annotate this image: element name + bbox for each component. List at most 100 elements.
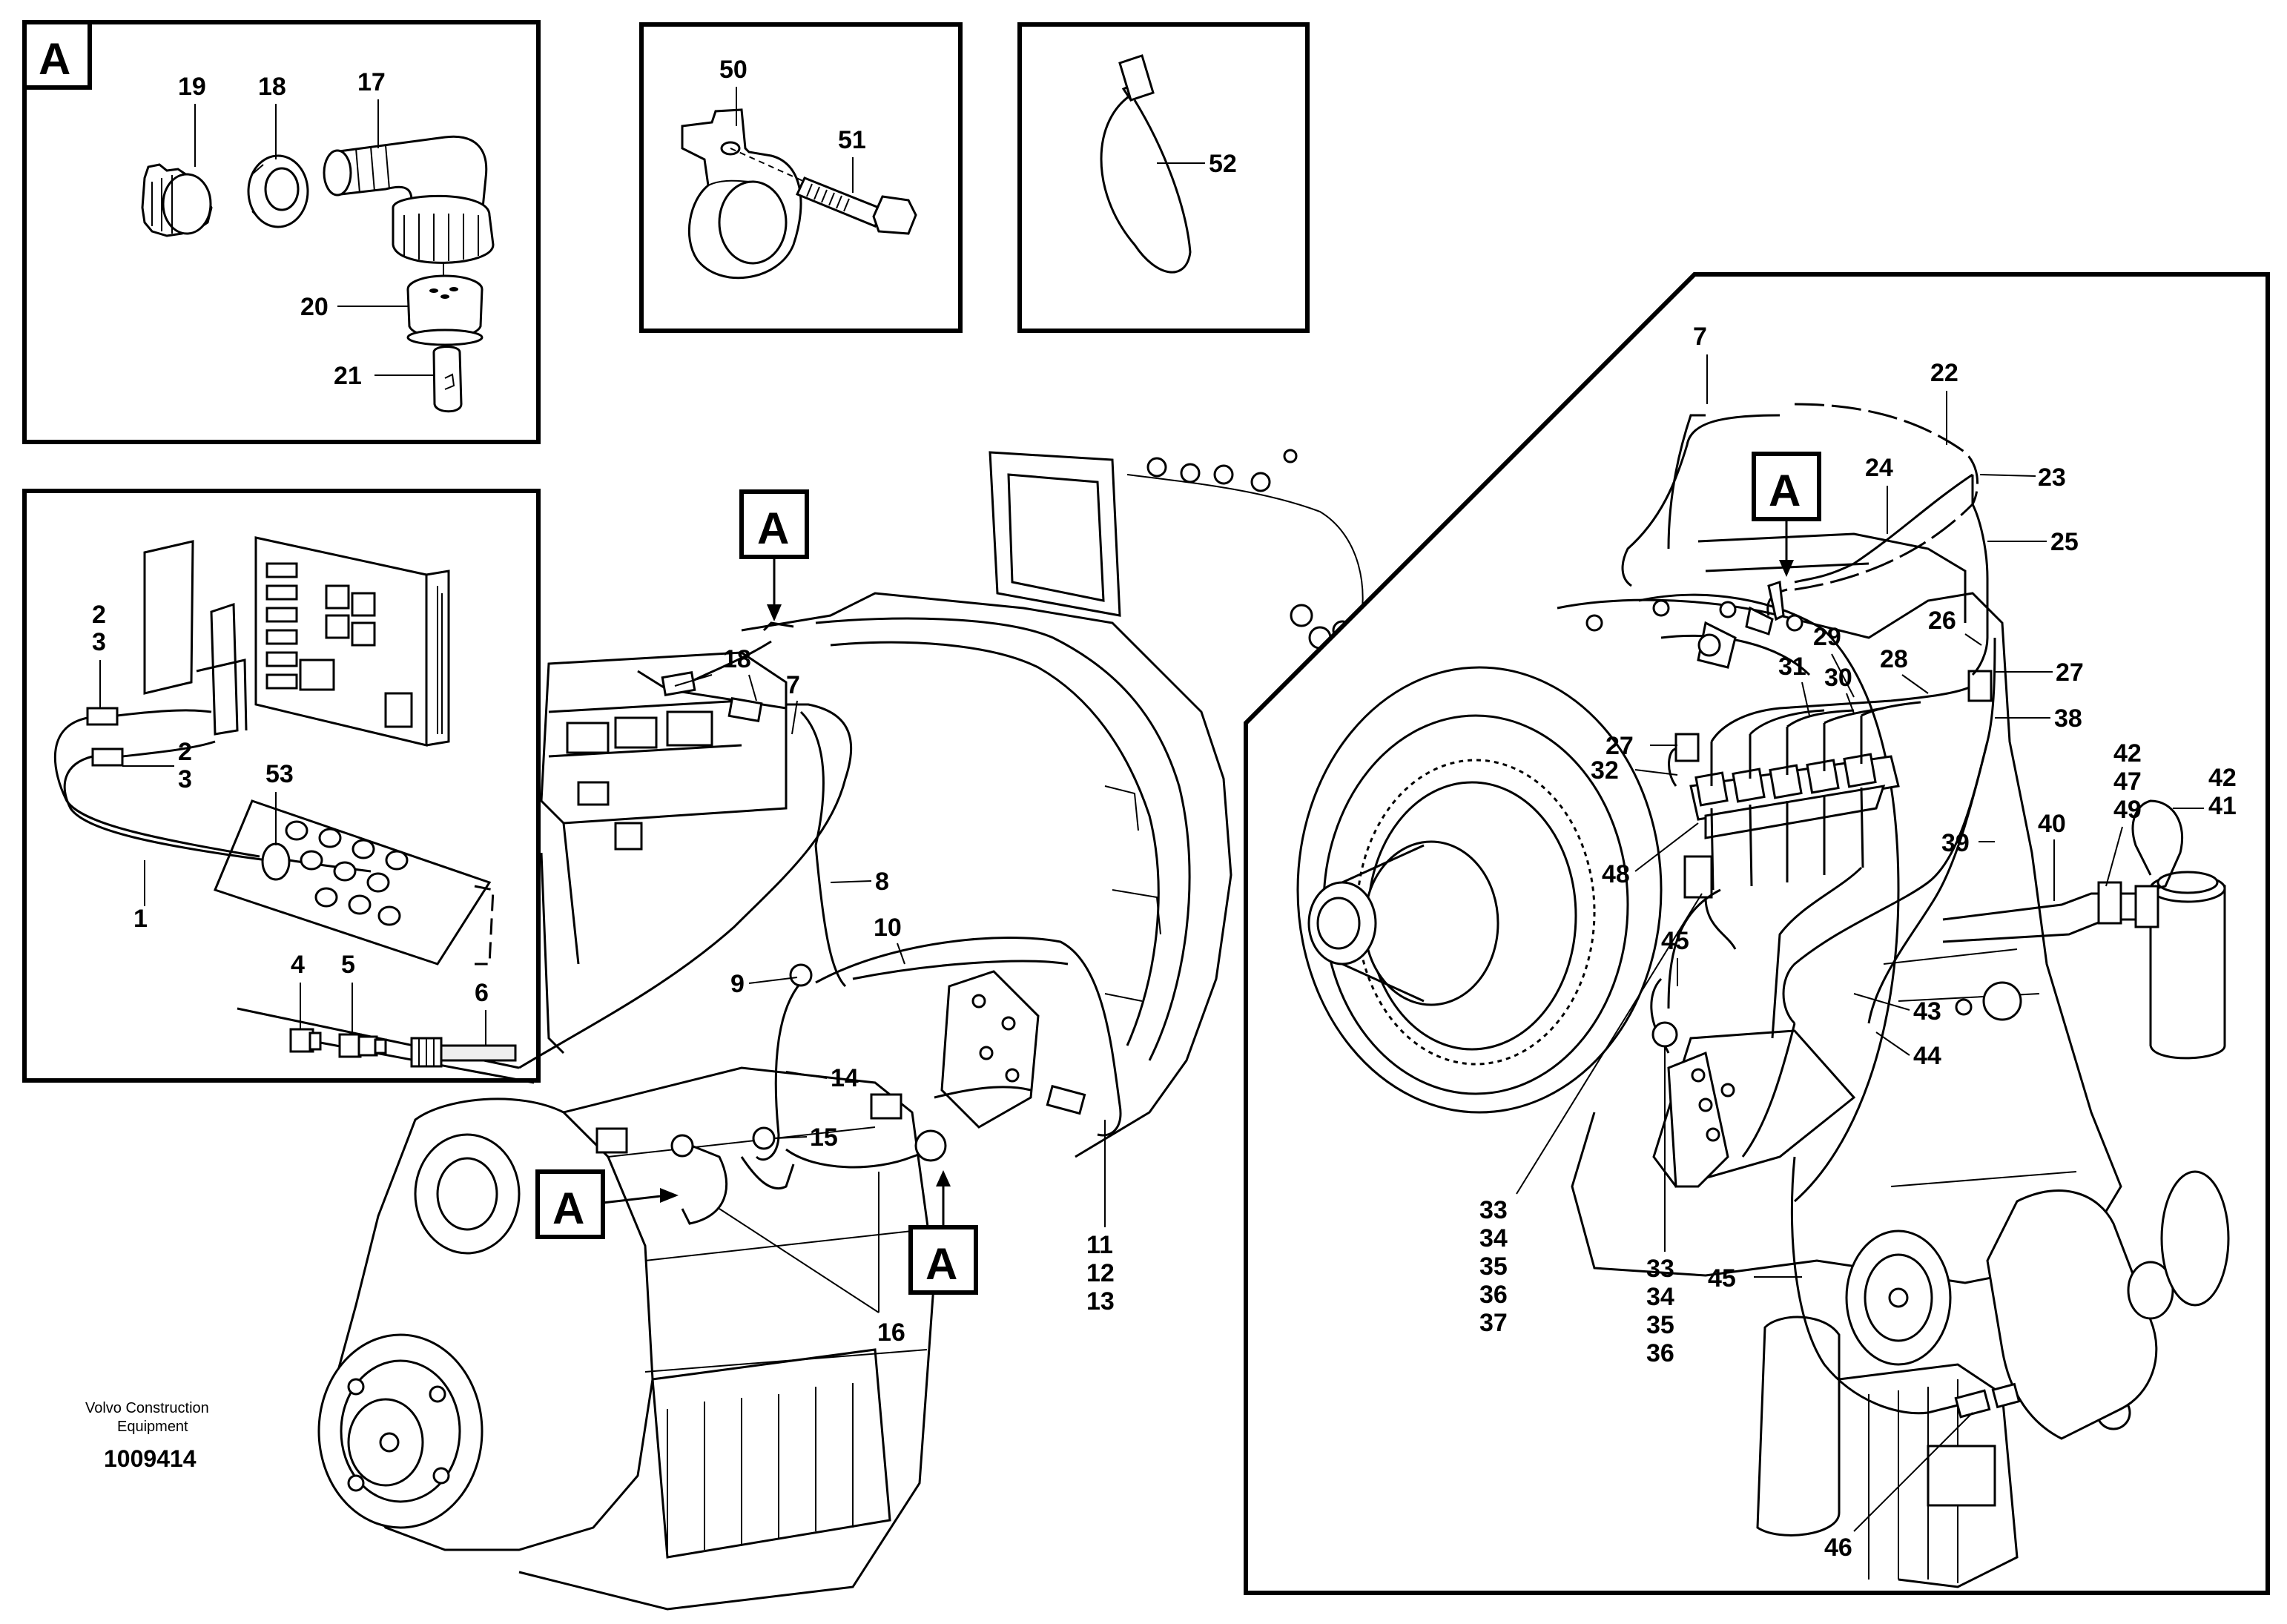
label-38: 38 [2054,704,2082,733]
fitting-5 [338,1033,387,1058]
label-49: 49 [2113,796,2142,824]
label-19: 19 [178,73,206,101]
label-32: 32 [1591,756,1619,785]
label-3-mid: 3 [178,765,192,793]
label-40: 40 [2038,810,2066,838]
label-23: 23 [2038,463,2066,492]
sensor-fittings [595,1093,902,1154]
fitting-6 [410,1037,517,1068]
label-27-left: 27 [1605,732,1634,760]
upper-flange-main [414,1133,521,1255]
label-42-a: 42 [2113,739,2142,768]
label-36-a: 36 [1479,1281,1508,1309]
gasket-holes [1146,449,1353,650]
label-15-main: 15 [810,1123,838,1152]
drawing-number: 1009414 [104,1445,197,1472]
panel-plate [213,799,492,966]
label-16-main: 16 [877,1318,905,1347]
washer-part [247,154,309,228]
mounting-bracket [196,602,248,736]
relay-components [265,562,413,728]
detail-box-cable-tie: 52 [1017,22,1310,333]
label-27-right: 27 [2056,658,2084,687]
oil-filter [2149,871,2226,1060]
label-30: 30 [1824,664,1852,692]
label-21: 21 [334,362,362,390]
harness-connector-18 [661,670,763,723]
label-39: 39 [1941,829,1970,857]
right-box-callouts: A 7 22 24 23 25 26 27 29 28 31 30 38 [1479,323,2237,1562]
detail-box-clamp: 50 51 [639,22,963,333]
publisher-line-1: Volvo Construction [85,1400,209,1416]
label-4: 4 [291,951,305,979]
clip-part [432,346,463,413]
clamp-part [681,108,802,280]
label-46: 46 [1824,1534,1852,1562]
label-48: 48 [1602,860,1630,888]
label-3-top: 3 [92,628,106,656]
valve-plate [940,970,1040,1129]
label-1: 1 [133,905,148,933]
valve-block [540,651,788,1054]
label-52: 52 [1209,150,1237,178]
detail-box-transmission-right: A 7 22 24 23 25 26 27 29 28 31 30 38 [1244,272,2270,1595]
grommet-53 [261,842,291,881]
publisher-line-2: Equipment [117,1419,188,1435]
output-flange-main [317,1333,484,1529]
label-5: 5 [341,951,355,979]
callout-A-top: A [757,504,789,553]
label-18: 18 [258,73,286,101]
callout-A-right: A [1769,466,1801,515]
label-47: 47 [2113,768,2142,796]
label-12-main: 12 [1086,1259,1115,1287]
label-53: 53 [265,760,294,788]
label-13-main: 13 [1086,1287,1115,1316]
label-34-a: 34 [1479,1224,1508,1252]
label-50: 50 [719,56,748,84]
label-9-main: 9 [730,970,745,998]
label-18-main: 18 [723,645,751,673]
label-17: 17 [357,68,386,96]
label-20: 20 [300,293,329,321]
fitting-4 [289,1028,322,1053]
nut-part [141,163,213,237]
label-45-top: 45 [1661,927,1689,955]
detail-box-fitting: A [22,20,541,444]
control-unit-panel [53,536,495,966]
label-43: 43 [1913,997,1941,1026]
valve-block-right [1652,1029,1856,1188]
clamp-45 [1651,1021,1678,1048]
plug-fittings-row [237,1007,535,1084]
cable-tie-part [1100,54,1192,274]
label-7-main: 7 [786,671,800,699]
plug-part [406,274,484,346]
output-flange-right [1845,1170,2230,1440]
transmission-assembly-main [317,449,1364,1611]
harness-loops-right [1621,403,2184,1419]
label-8-main: 8 [875,868,889,896]
flywheel-housing [1296,666,1663,1114]
bolt-part [795,176,917,235]
label-29: 29 [1813,623,1841,651]
solenoid-connectors [1694,753,1877,807]
detail-box-control-panel: 2 3 2 3 53 1 4 5 6 [22,489,541,1084]
label-41: 41 [2208,792,2237,820]
connector-top-A [1697,580,1785,669]
callout-letter: A [39,34,70,84]
label-10-main: 10 [874,914,902,942]
junction-27 [1674,670,1993,762]
harness-connector-11 [1046,1084,1086,1115]
label-33-b: 33 [1646,1255,1674,1283]
label-22: 22 [1930,359,1958,387]
label-33-a: 33 [1479,1196,1508,1224]
label-37: 37 [1479,1309,1508,1337]
label-26: 26 [1928,607,1956,635]
transmission-case-right [1557,532,2230,1588]
label-42-b: 42 [2208,764,2237,792]
label-24: 24 [1865,454,1893,482]
main-view-callouts: A A A 18 7 8 10 9 14 15 16 11 12 13 Volv… [85,489,1115,1472]
wiring-harness-main [518,621,1122,1225]
label-34-b: 34 [1646,1283,1674,1311]
label-25: 25 [2050,528,2079,556]
sensor-46 [1954,1382,2021,1419]
